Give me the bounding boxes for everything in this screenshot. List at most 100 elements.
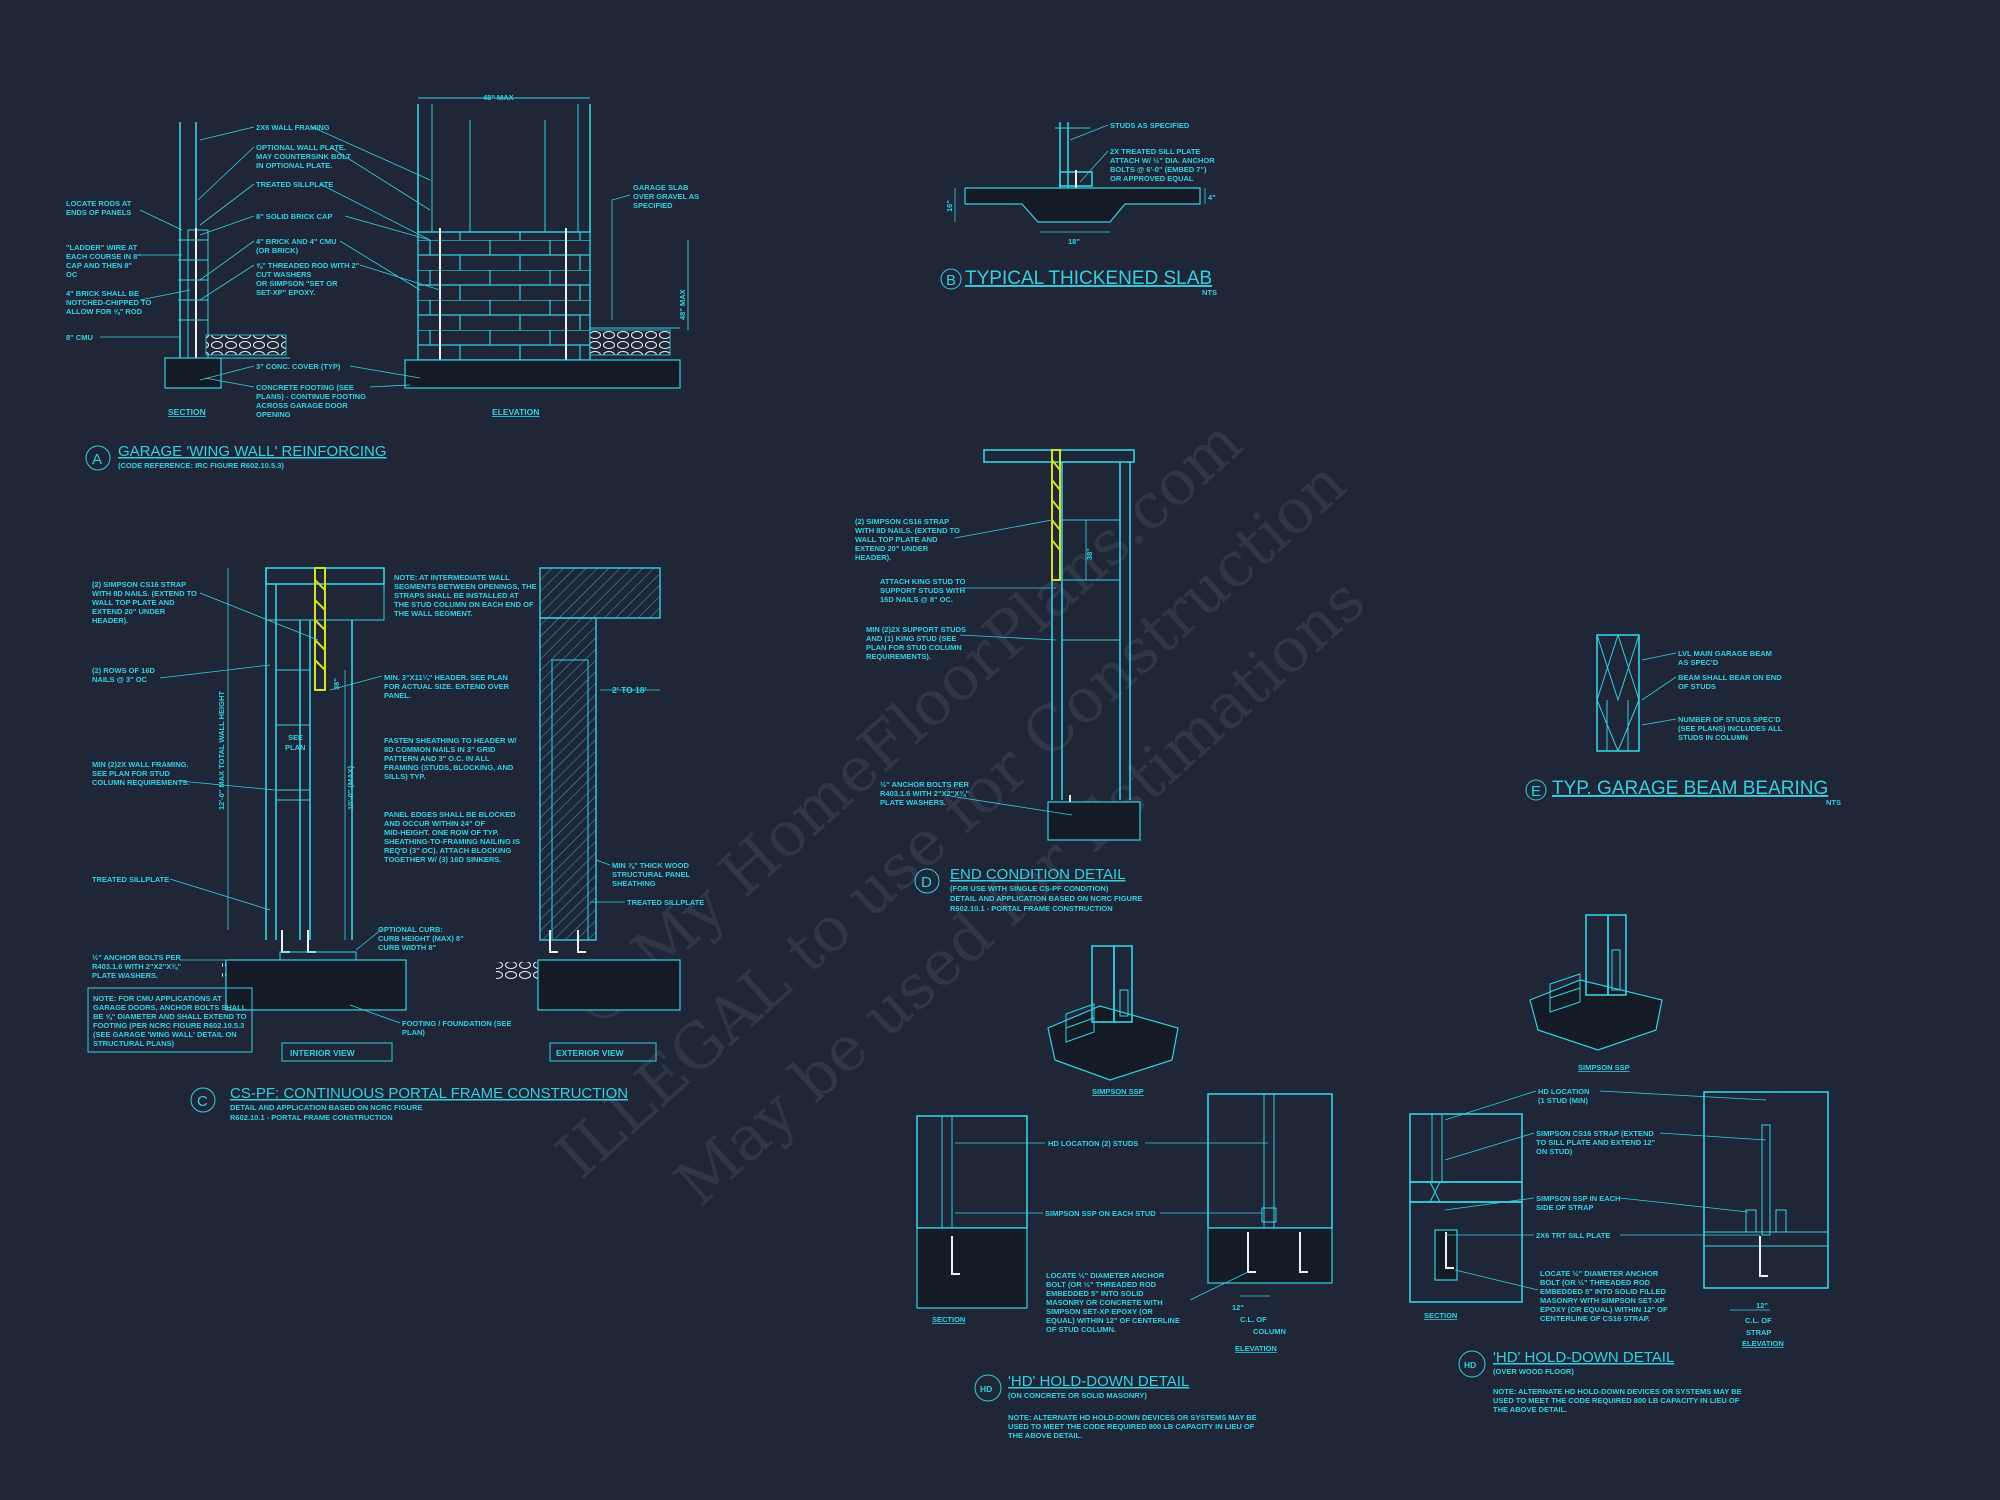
svg-text:HD LOCATION (2) STUDS: HD LOCATION (2) STUDS <box>1048 1139 1138 1148</box>
svg-text:HEADER).: HEADER). <box>855 553 891 562</box>
svg-text:THE STUD COLUMN ON EACH END OF: THE STUD COLUMN ON EACH END OF <box>394 600 534 609</box>
svg-text:SHEATHING-TO-FRAMING NAILING I: SHEATHING-TO-FRAMING NAILING IS <box>384 837 520 846</box>
detail-a-subtitle: (CODE REFERENCE: IRC FIGURE R602.10.5.3) <box>118 461 284 470</box>
detail-d-title: END CONDITION DETAIL <box>950 866 1126 883</box>
svg-text:EACH COURSE IN 8": EACH COURSE IN 8" <box>66 252 141 261</box>
svg-text:REQ'D (3" OC). ATTACH BLOCKING: REQ'D (3" OC). ATTACH BLOCKING <box>384 846 511 855</box>
svg-text:(1 STUD (MIN): (1 STUD (MIN) <box>1538 1096 1588 1105</box>
svg-text:THE ABOVE DETAIL.: THE ABOVE DETAIL. <box>1008 1431 1082 1440</box>
svg-text:PANEL EDGES SHALL BE BLOCKED: PANEL EDGES SHALL BE BLOCKED <box>384 810 516 819</box>
svg-text:PLAN FOR STUD COLUMN: PLAN FOR STUD COLUMN <box>866 643 962 652</box>
detail-hd-2-iso-label: SIMPSON SSP <box>1578 1063 1630 1072</box>
svg-text:2x TREATED SILL PLATE: 2x TREATED SILL PLATE <box>1110 147 1200 156</box>
svg-text:8" SOLID BRICK CAP: 8" SOLID BRICK CAP <box>256 212 332 221</box>
svg-text:FRAMING (STUDS, BLOCKING, AND: FRAMING (STUDS, BLOCKING, AND <box>384 763 514 772</box>
watermark: © My HomeFloorPlans.com ILLEGAL to use f… <box>542 405 1379 1220</box>
detail-hd-1-dim-2: COLUMN <box>1253 1327 1286 1336</box>
svg-text:STRAPS SHALL BE INSTALLED AT: STRAPS SHALL BE INSTALLED AT <box>394 591 519 600</box>
detail-c-note-box: NOTE: FOR CMU APPLICATIONS AT GARAGE DOO… <box>93 994 247 1048</box>
svg-text:TREATED SILLPLATE: TREATED SILLPLATE <box>256 180 333 189</box>
svg-text:⅝" THREADED ROD WITH 2": ⅝" THREADED ROD WITH 2" <box>256 261 360 270</box>
svg-text:FOR ACTUAL SIZE. EXTEND OVER: FOR ACTUAL SIZE. EXTEND OVER <box>384 682 510 691</box>
svg-text:FOOTING / FOUNDATION (SEE: FOOTING / FOUNDATION (SEE <box>402 1019 511 1028</box>
svg-text:SIDE OF STRAP: SIDE OF STRAP <box>1536 1203 1594 1212</box>
svg-text:PATTERN AND 3" O.C. IN ALL: PATTERN AND 3" O.C. IN ALL <box>384 754 490 763</box>
svg-text:CENTERLINE OF CS16 STRAP.: CENTERLINE OF CS16 STRAP. <box>1540 1314 1650 1323</box>
svg-text:PLAN): PLAN) <box>402 1028 425 1037</box>
detail-d-subtitle-1: (FOR USE WITH SINGLE CS-PF CONDITION) <box>950 884 1109 893</box>
svg-text:2x6 TRT SILL PLATE: 2x6 TRT SILL PLATE <box>1536 1231 1610 1240</box>
detail-hd-2-dim-0: 12" <box>1756 1301 1768 1310</box>
svg-text:SILLS) TYP.: SILLS) TYP. <box>384 772 426 781</box>
detail-c-dim-38: 38" <box>332 678 341 690</box>
detail-c: 12'-0" MAX TOTAL WALL HEIGHT 10'-0" (MAX… <box>87 567 704 1122</box>
detail-hd-1-notes: HD LOCATION (2) STUDS SIMPSON SSP ON EAC… <box>955 1139 1268 1334</box>
detail-hd-2-bubble: HD <box>1464 1360 1476 1370</box>
svg-text:4" BRICK AND 4" CMU: 4" BRICK AND 4" CMU <box>256 237 337 246</box>
detail-a-title: GARAGE 'WING WALL' REINFORCING <box>118 443 387 460</box>
detail-hd-1-elevation-label: ELEVATION <box>1235 1344 1277 1353</box>
detail-e-bubble: E <box>1531 783 1541 800</box>
svg-text:EMBEDDED 5" INTO SOLID FILLED: EMBEDDED 5" INTO SOLID FILLED <box>1540 1287 1667 1296</box>
detail-hd-2-footnote: NOTE: ALTERNATE HD HOLD-DOWN DEVICES OR … <box>1493 1387 1742 1414</box>
svg-text:ATTACH w/ ½" dia. ANCHOR: ATTACH w/ ½" dia. ANCHOR <box>1110 156 1215 165</box>
svg-text:CURB HEIGHT (MAX) 8": CURB HEIGHT (MAX) 8" <box>378 934 464 943</box>
detail-c-dim-10: 10'-0" (MAX) <box>346 765 355 810</box>
svg-text:BEAM SHALL BEAR ON END: BEAM SHALL BEAR ON END <box>1678 673 1782 682</box>
svg-text:EMBEDDED 5" INTO SOLID: EMBEDDED 5" INTO SOLID <box>1046 1289 1144 1298</box>
detail-hd-2-dim-1: C.L. OF <box>1745 1316 1772 1325</box>
svg-text:SPECIFIED: SPECIFIED <box>633 201 673 210</box>
svg-text:(SEE PLANS) INCLUDES ALL: (SEE PLANS) INCLUDES ALL <box>1678 724 1783 733</box>
svg-text:LOCATE RODS AT: LOCATE RODS AT <box>66 199 132 208</box>
svg-text:½" ANCHOR BOLTS PER: ½" ANCHOR BOLTS PER <box>880 780 970 789</box>
detail-d-notes: (2) SIMPSON CS16 STRAP WITH 8d NAILS. (E… <box>855 517 1073 816</box>
svg-text:SEGMENTS BETWEEN OPENINGS, THE: SEGMENTS BETWEEN OPENINGS, THE <box>394 582 537 591</box>
svg-text:ENDS OF PANELS: ENDS OF PANELS <box>66 208 131 217</box>
svg-text:EPOXY (OR EQUAL) WITHIN 12" OF: EPOXY (OR EQUAL) WITHIN 12" OF <box>1540 1305 1668 1314</box>
svg-text:MASONRY WITH SIMPSON SET-XP: MASONRY WITH SIMPSON SET-XP <box>1540 1296 1665 1305</box>
svg-text:REQUIREMENTS).: REQUIREMENTS). <box>866 652 931 661</box>
svg-text:SET-XP" EPOXY.: SET-XP" EPOXY. <box>256 288 315 297</box>
svg-text:MIN. 3"x11¼" HEADER. SEE PLAN: MIN. 3"x11¼" HEADER. SEE PLAN <box>384 673 508 682</box>
svg-text:CURB WIDTH 8": CURB WIDTH 8" <box>378 943 437 952</box>
svg-text:(2) SIMPSON CS16 STRAP: (2) SIMPSON CS16 STRAP <box>92 580 186 589</box>
detail-hd-1-subtitle: (ON CONCRETE OR SOLID MASONRY) <box>1008 1391 1147 1400</box>
svg-text:SUPPORT STUDS WITH: SUPPORT STUDS WITH <box>880 586 965 595</box>
svg-text:½" ANCHOR BOLTS PER: ½" ANCHOR BOLTS PER <box>92 953 182 962</box>
detail-a-dim-right: 48" MAX <box>678 289 687 320</box>
detail-d-dim-38: 38" <box>1085 548 1094 560</box>
detail-b-dim-slab: 4" <box>1208 193 1216 202</box>
svg-text:OR SIMPSON "SET OR: OR SIMPSON "SET OR <box>256 279 338 288</box>
svg-text:TREATED SILLPLATE: TREATED SILLPLATE <box>92 875 169 884</box>
svg-text:STRUCTURAL PANEL: STRUCTURAL PANEL <box>612 870 690 879</box>
svg-text:EXTEND 20" UNDER: EXTEND 20" UNDER <box>92 607 166 616</box>
svg-text:HD LOCATION: HD LOCATION <box>1538 1087 1590 1096</box>
detail-b-title: TYPICAL THICKENED SLAB <box>965 268 1212 289</box>
svg-text:PLANS) - CONTINUE FOOTING: PLANS) - CONTINUE FOOTING <box>256 392 366 401</box>
svg-text:OPTIONAL CURB:: OPTIONAL CURB: <box>378 925 443 934</box>
detail-c-bubble: C <box>197 1093 208 1110</box>
detail-b-notes: STUDS AS SPECIFIED 2x TREATED SILL PLATE… <box>1069 121 1215 183</box>
svg-text:PANEL.: PANEL. <box>384 691 411 700</box>
svg-text:(2) ROWS OF 16d: (2) ROWS OF 16d <box>92 666 156 675</box>
svg-text:GARAGE DOORS, ANCHOR BOLTS SHA: GARAGE DOORS, ANCHOR BOLTS SHALL <box>93 1003 247 1012</box>
svg-text:GARAGE SLAB: GARAGE SLAB <box>633 183 689 192</box>
svg-text:ALLOW FOR ⅝" ROD: ALLOW FOR ⅝" ROD <box>66 307 143 316</box>
svg-text:LOCATE ½" DIAMETER ANCHOR: LOCATE ½" DIAMETER ANCHOR <box>1540 1269 1659 1278</box>
detail-hd-1-title: 'HD' HOLD-DOWN DETAIL <box>1008 1373 1189 1390</box>
detail-c-title: CS-PF: CONTINUOUS PORTAL FRAME CONSTRUCT… <box>230 1085 628 1102</box>
detail-d-subtitle-2: DETAIL AND APPLICATION BASED ON NCRC FIG… <box>950 894 1142 903</box>
svg-text:OPTIONAL WALL PLATE.: OPTIONAL WALL PLATE. <box>256 143 346 152</box>
svg-text:EQUAL) WITHIN 12" OF CENTERLIN: EQUAL) WITHIN 12" OF CENTERLINE <box>1046 1316 1180 1325</box>
detail-hd-1: SIMPSON SSP SECTION 12" C.L. OF COLUMN E… <box>916 945 1333 1440</box>
detail-a-notes-right: GARAGE SLAB OVER GRAVEL AS SPECIFIED <box>611 183 699 320</box>
svg-text:FOOTING (PER NCRC FIGURE R602.: FOOTING (PER NCRC FIGURE R602.10.5.3 <box>93 1021 244 1030</box>
svg-text:OVER GRAVEL AS: OVER GRAVEL AS <box>633 192 699 201</box>
detail-e-title: TYP. GARAGE BEAM BEARING <box>1552 778 1828 799</box>
detail-c-notes-mid: NOTE: AT INTERMEDIATE WALL SEGMENTS BETW… <box>329 573 537 1037</box>
svg-text:OPENING: OPENING <box>256 410 291 419</box>
detail-a-bubble: A <box>92 451 102 468</box>
detail-b-nts: NTS <box>1202 288 1217 297</box>
svg-text:WALL TOP PLATE AND: WALL TOP PLATE AND <box>855 535 938 544</box>
